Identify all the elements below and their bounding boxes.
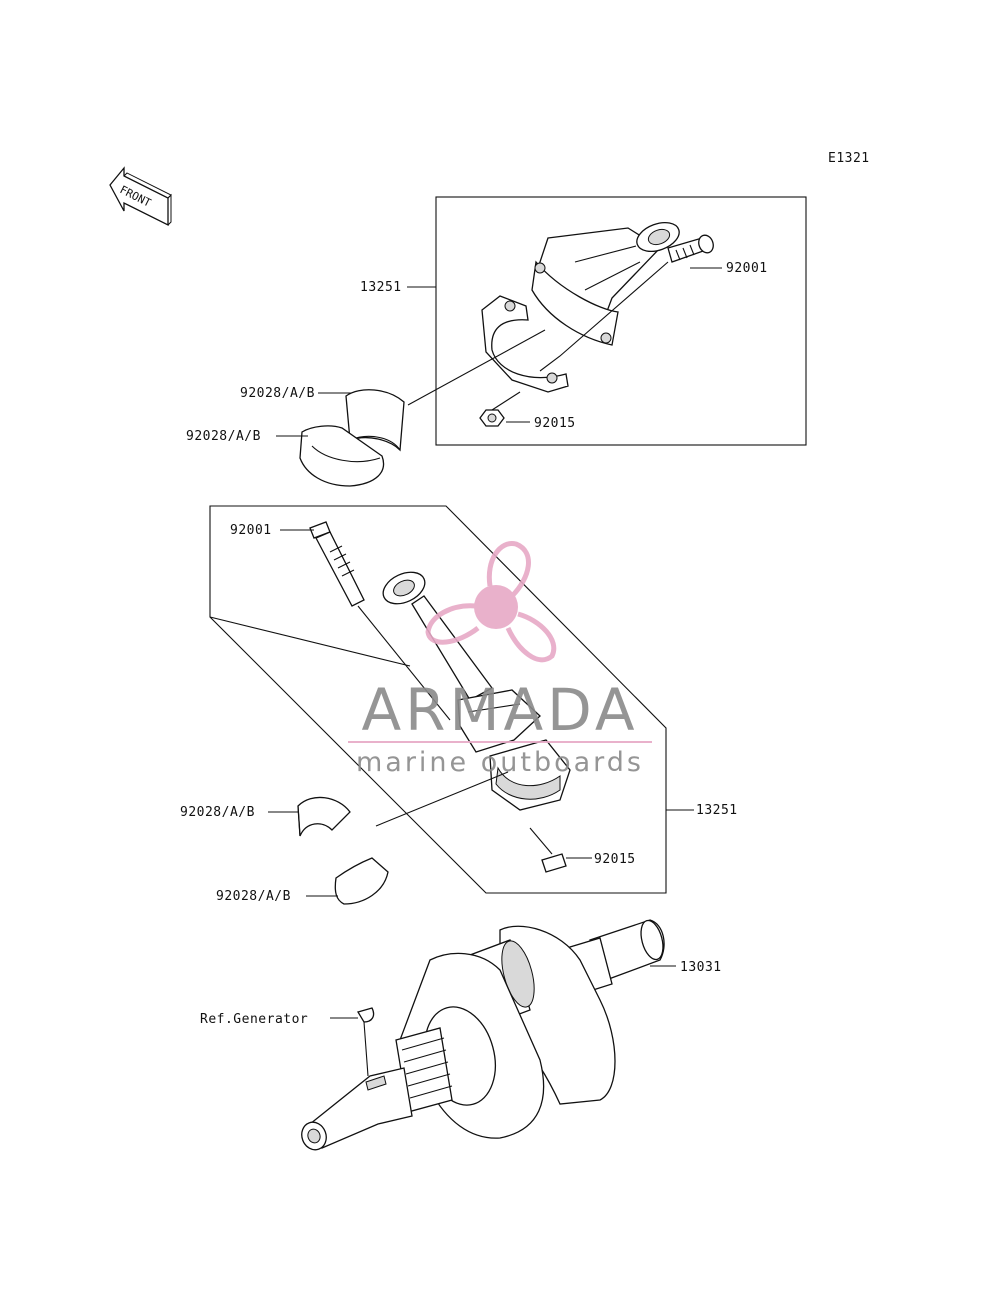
rod-cap-mid (489, 739, 571, 811)
bearing-shell-mid-lower (334, 857, 389, 905)
callout-92001-mid: 92001 (230, 523, 272, 538)
bolt-mid (309, 521, 365, 607)
crankshaft (301, 919, 665, 1151)
bearing-shell-mid-upper (297, 796, 351, 837)
callout-13031: 13031 (680, 960, 722, 975)
woodruff-key (357, 1007, 375, 1023)
rod-cap-top (481, 295, 569, 393)
callout-92028-mid-2: 92028/A/B (216, 889, 291, 904)
watermark-tagline: marine outboards (356, 747, 644, 778)
callout-92028-top-1: 92028/A/B (240, 386, 315, 401)
bearing-shell-top-lower (299, 425, 385, 487)
rod-assembly-frame-top (435, 196, 807, 446)
callout-92015-top: 92015 (534, 416, 576, 431)
callout-92015-mid: 92015 (594, 852, 636, 867)
diagram-code: E1321 (828, 151, 870, 166)
bolt-top (667, 234, 714, 263)
watermark-brand: ARMADA (361, 676, 638, 744)
callout-13251-mid: 13251 (696, 803, 738, 818)
callout-13251-top: 13251 (360, 280, 402, 295)
callout-92028-mid-1: 92028/A/B (180, 805, 255, 820)
nut-top (479, 409, 505, 427)
front-arrow-icon: FRONT (109, 166, 172, 227)
callout-92028-top-2: 92028/A/B (186, 429, 261, 444)
nut-mid (541, 853, 567, 873)
connecting-rod-top (531, 222, 680, 346)
callout-ref-generator: Ref.Generator (200, 1012, 308, 1027)
watermark-logo-icon (425, 541, 557, 663)
callout-92001-top: 92001 (726, 261, 768, 276)
